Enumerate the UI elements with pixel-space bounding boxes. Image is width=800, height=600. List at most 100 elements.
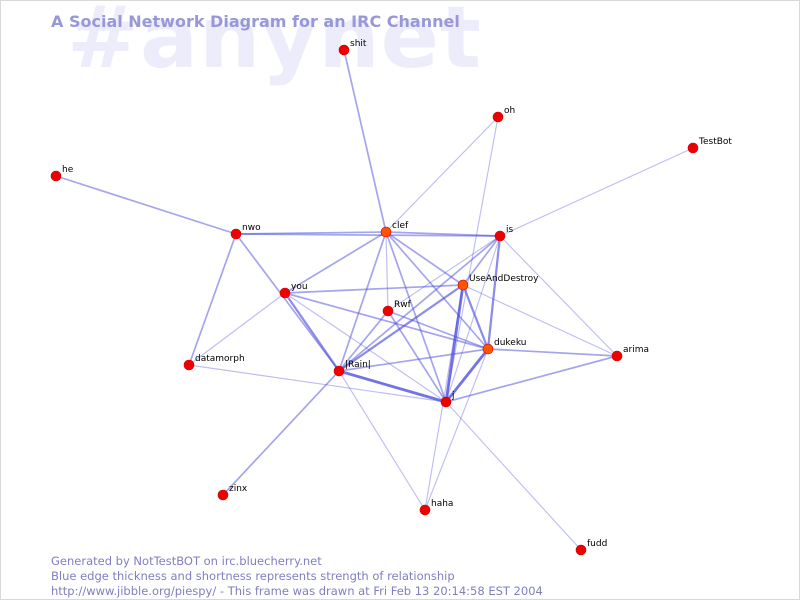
node-you: you (279, 282, 308, 299)
node-dot-testbot (687, 142, 699, 154)
channel-watermark: #anynet (67, 0, 483, 88)
node-dot-j (440, 396, 452, 408)
footer-legend-note: Blue edge thickness and shortness repres… (51, 569, 455, 583)
node-label-datamorph: datamorph (195, 354, 245, 364)
edge-is-arima (499, 235, 618, 357)
node-clef: clef (380, 221, 409, 238)
node-dot-oh (492, 111, 504, 123)
node-label-shit: shit (350, 39, 367, 49)
edge-nwo-is (235, 233, 501, 237)
node-label-you: you (291, 282, 308, 292)
edge-j-fudd (445, 401, 582, 551)
edge-rain-zinx (222, 370, 340, 496)
node-label-is: is (506, 225, 514, 235)
node-dot-haha (419, 504, 431, 516)
node-zinx: zinx (217, 484, 248, 501)
node-label-dukeku: dukeku (494, 338, 526, 348)
node-dot-is (494, 230, 506, 242)
edge-rwf-rain (338, 310, 389, 372)
edge-you-rain (283, 291, 341, 373)
node-dot-dukeku (482, 343, 494, 355)
node-datamorph: datamorph (183, 354, 245, 371)
node-dot-shit (338, 44, 350, 56)
node-fudd: fudd (575, 539, 607, 556)
edge-oh-clef (385, 116, 499, 233)
footer-generated-by: Generated by NotTestBOT on irc.bluecherr… (51, 554, 322, 568)
node-he: he (50, 165, 74, 182)
edge-rain-j (337, 369, 448, 404)
node-dot-he (50, 170, 62, 182)
node-label-clef: clef (392, 221, 409, 231)
edge-rain-dukeku (338, 348, 489, 372)
edge-useanddestroy-rain (337, 283, 465, 373)
edge-is-j (445, 235, 501, 403)
node-is: is (494, 225, 514, 242)
edge-useanddestroy-you (284, 284, 464, 294)
edge-rwf-dukeku (387, 310, 489, 350)
node-useanddestroy: UseAndDestroy (457, 274, 539, 291)
edge-you-datamorph (188, 292, 286, 366)
node-nwo: nwo (230, 223, 261, 240)
edge-he-nwo (55, 175, 237, 235)
edge-layer (55, 49, 694, 551)
node-dot-nwo (230, 228, 242, 240)
node-dukeku: dukeku (482, 338, 526, 355)
node-dot-arima (611, 350, 623, 362)
node-shit: shit (338, 39, 367, 56)
edge-datamorph-j (188, 364, 447, 403)
node-testbot: TestBot (687, 137, 732, 154)
node-dot-you (279, 287, 291, 299)
edge-is-useanddestroy (462, 235, 501, 286)
edge-shit-clef (343, 49, 387, 233)
edge-is-rain (338, 235, 501, 372)
node-label-haha: haha (431, 499, 453, 509)
diagram-footer: Generated by NotTestBOT on irc.bluecherr… (51, 554, 543, 599)
node-label-nwo: nwo (242, 223, 261, 233)
node-label-he: he (62, 165, 74, 175)
edge-rain-haha (338, 370, 426, 511)
node-j: j (440, 391, 455, 408)
edge-useanddestroy-arima (462, 284, 618, 357)
edge-clef-rain (338, 231, 387, 372)
node-rain: |Rain| (333, 360, 371, 377)
node-dot-zinx (217, 489, 229, 501)
edge-testbot-is (499, 147, 694, 237)
edge-dukeku-j (444, 347, 490, 404)
edge-clef-you (284, 231, 387, 294)
edge-dukeku-haha (424, 348, 489, 511)
footer-source-link[interactable]: http://www.jibble.org/piespy/ - This fra… (51, 584, 543, 598)
node-label-useanddestroy: UseAndDestroy (469, 274, 539, 284)
node-label-rain: |Rain| (345, 360, 371, 370)
node-dot-rain (333, 365, 345, 377)
edge-you-dukeku (284, 292, 489, 350)
node-label-j: j (451, 391, 455, 401)
node-dot-clef (380, 226, 392, 238)
edge-useanddestroy-j (444, 283, 465, 404)
edge-arima-j (445, 355, 618, 403)
node-label-testbot: TestBot (698, 137, 732, 147)
edge-you-j (284, 292, 447, 403)
edge-clef-useanddestroy (385, 231, 464, 286)
edge-rwf-j (387, 310, 447, 403)
edge-nwo-datamorph (188, 233, 237, 366)
edge-clef-is (385, 231, 501, 237)
edge-is-rwf (387, 235, 501, 312)
node-label-oh: oh (504, 106, 515, 116)
node-dot-fudd (575, 544, 587, 556)
edge-clef-rwf (385, 231, 389, 312)
node-dot-rwf (382, 305, 394, 317)
node-arima: arima (611, 345, 649, 362)
node-label-fudd: fudd (587, 539, 607, 549)
node-label-zinx: zinx (229, 484, 248, 494)
edge-clef-dukeku (385, 231, 489, 350)
edge-useanddestroy-dukeku (461, 283, 490, 351)
diagram-title: A Social Network Diagram for an IRC Chan… (51, 12, 460, 31)
node-haha: haha (419, 499, 453, 516)
edge-dukeku-arima (487, 348, 618, 357)
node-label-arima: arima (623, 345, 649, 355)
node-oh: oh (492, 106, 515, 123)
node-rwf: Rwf (382, 300, 412, 317)
